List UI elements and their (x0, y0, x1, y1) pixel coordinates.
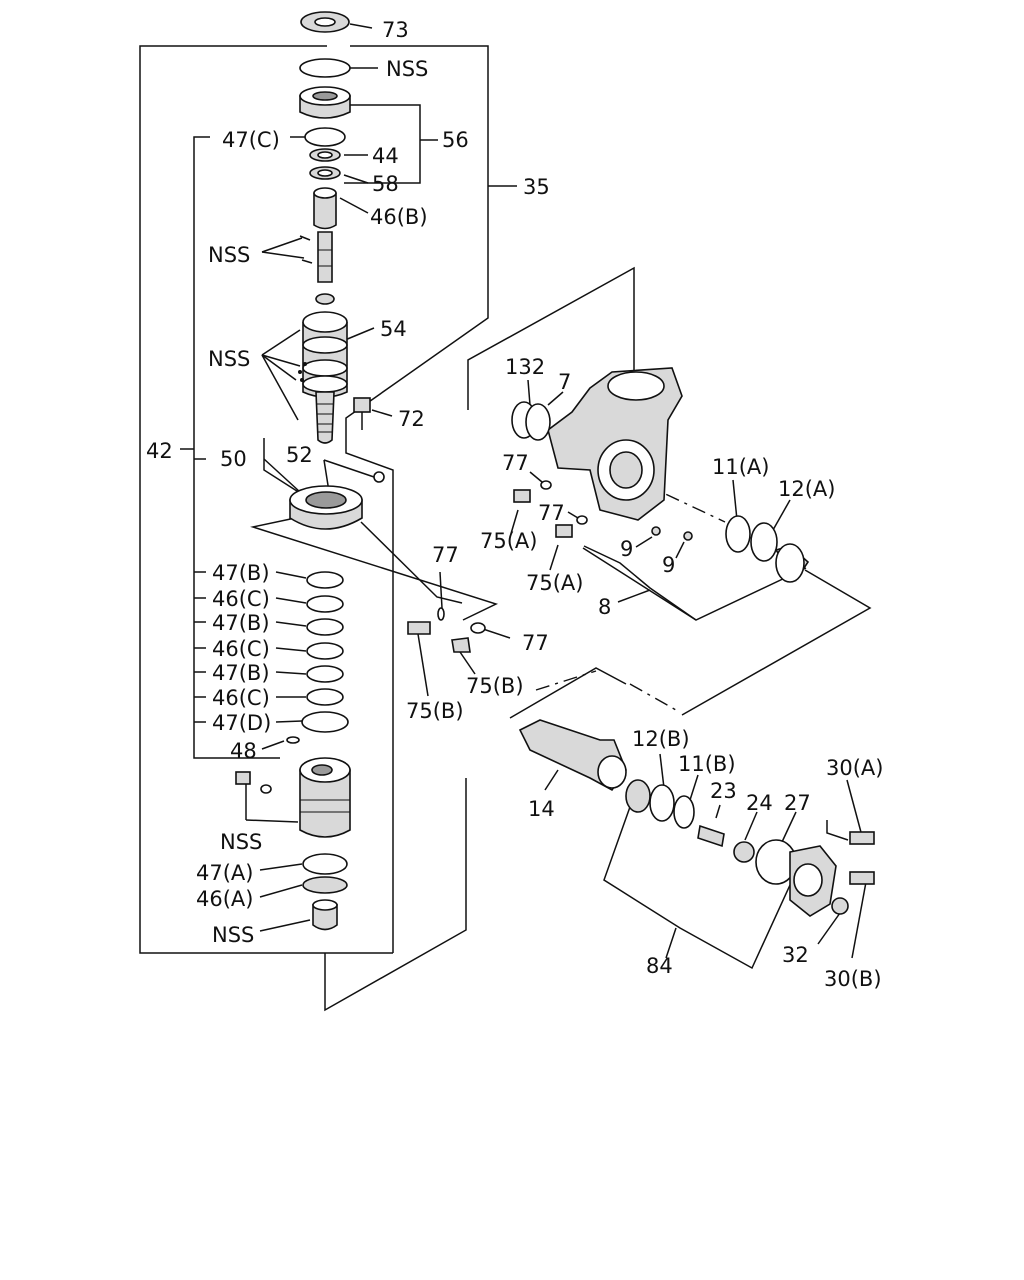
label-47a: 47(A) (196, 861, 253, 885)
label-47d: 47(D) (212, 711, 271, 735)
ring-7 (525, 403, 551, 441)
label-75b-2: 75(B) (466, 674, 524, 698)
nut-32 (831, 897, 849, 915)
label-47c: 47(C) (222, 128, 280, 152)
label-9-2: 9 (662, 553, 675, 577)
piston-body (299, 769, 351, 838)
label-132: 132 (505, 355, 545, 379)
label-46a: 46(A) (196, 887, 253, 911)
ring-48 (286, 736, 300, 744)
label-46c-1: 46(C) (212, 587, 270, 611)
label-11b: 11(B) (678, 752, 736, 776)
label-nss-pins: NSS (208, 243, 250, 267)
label-47b-1: 47(B) (212, 561, 270, 585)
valve-assembly-parts (235, 11, 486, 931)
oring-47c (304, 127, 346, 147)
plug-52 (373, 471, 385, 483)
label-50: 50 (220, 447, 247, 471)
label-11a: 11(A) (712, 455, 769, 479)
label-56: 56 (442, 128, 469, 152)
label-48: 48 (230, 739, 257, 763)
label-12a: 12(A) (778, 477, 835, 501)
screw-23 (697, 824, 725, 848)
label-77-r2: 77 (538, 501, 565, 525)
label-14: 14 (528, 797, 555, 821)
label-42: 42 (146, 439, 173, 463)
label-7: 7 (558, 370, 571, 394)
label-58: 58 (372, 172, 399, 196)
seal-12b (649, 784, 675, 822)
label-75b-1: 75(B) (406, 699, 464, 723)
label-73: 73 (382, 18, 409, 42)
label-77-r1: 77 (502, 451, 529, 475)
bracket-lines (139, 23, 872, 1012)
label-46c-2: 46(C) (212, 637, 270, 661)
bolt-72 (353, 397, 371, 413)
nut-24 (733, 841, 755, 863)
bolt-30b (849, 871, 875, 885)
label-8: 8 (598, 595, 611, 619)
snap-ring-11b (673, 795, 695, 829)
snap-ring (299, 58, 351, 78)
label-30a: 30(A) (826, 756, 883, 780)
label-52: 52 (286, 443, 313, 467)
label-nss-bottom: NSS (220, 830, 262, 854)
label-46c-3: 46(C) (212, 686, 270, 710)
label-24: 24 (746, 791, 773, 815)
label-9-1: 9 (620, 537, 633, 561)
label-27: 27 (784, 791, 811, 815)
label-44: 44 (372, 144, 399, 168)
gear-housing-parts (511, 367, 875, 917)
label-nss-valve: NSS (208, 347, 250, 371)
label-32: 32 (782, 943, 809, 967)
snap-ring-11a (725, 515, 751, 553)
label-75a-2: 75(A) (526, 571, 583, 595)
label-54: 54 (380, 317, 407, 341)
label-77-mid-top: 77 (432, 543, 459, 567)
label-72: 72 (398, 407, 425, 431)
bushing-46b (313, 187, 337, 199)
seal-12a (750, 522, 778, 562)
label-35: 35 (523, 175, 550, 199)
label-47b-3: 47(B) (212, 661, 270, 685)
part-labels: 73 NSS 56 47(C) 44 58 35 46(B) NSS 54 NS… (146, 18, 883, 991)
label-84: 84 (646, 954, 673, 978)
input-shaft (317, 231, 333, 283)
bolt-30a (849, 831, 875, 845)
label-nss-end: NSS (212, 923, 254, 947)
label-nss-top: NSS (386, 57, 428, 81)
label-75a-1: 75(A) (480, 529, 537, 553)
label-30b: 30(B) (824, 967, 882, 991)
label-47b-2: 47(B) (212, 611, 270, 635)
label-23: 23 (710, 779, 737, 803)
label-77-mid-bot: 77 (522, 631, 549, 655)
label-12b: 12(B) (632, 727, 690, 751)
label-46b-top: 46(B) (370, 205, 428, 229)
